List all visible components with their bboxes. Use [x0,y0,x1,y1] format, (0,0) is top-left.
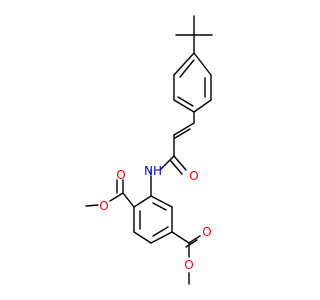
tert-butyl-group [175,15,213,54]
amide-group [150,155,187,175]
carbonyl-oxygen-label: O [116,168,125,182]
amide-oxygen-label: O [189,169,198,183]
ester2-ether-oxygen-label: O [184,258,193,272]
ester2-carbonyl-oxygen-label: O [202,225,211,239]
ester-group-1 [85,179,135,208]
structure-canvas: O O NH O O O [85,15,213,285]
benzene-ring-main [133,175,173,244]
ester-group-2 [171,231,201,285]
amide-nitrogen-label: NH [144,164,162,178]
ester-ether-oxygen-label: O [99,199,108,213]
phenyl-ring-top [173,52,212,113]
vinyl-linker [173,111,195,157]
